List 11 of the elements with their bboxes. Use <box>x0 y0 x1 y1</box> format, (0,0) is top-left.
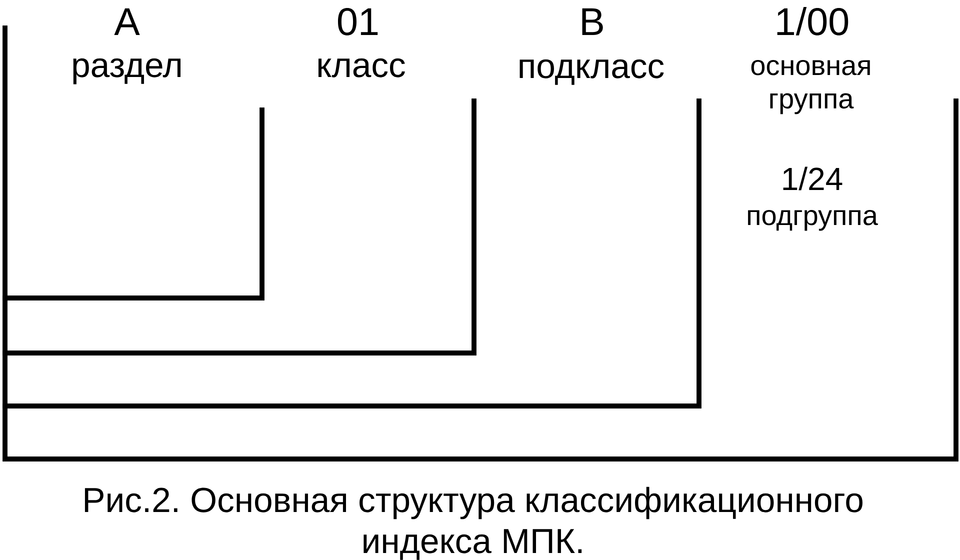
index-code: 1/24 <box>783 166 842 190</box>
level-name: основная группа <box>751 60 870 114</box>
level-name: подгруппа <box>748 210 878 231</box>
level-name: раздел <box>73 58 180 84</box>
level-name: подкласс <box>520 59 664 85</box>
level-name: класс <box>318 58 405 78</box>
index-code: B <box>582 8 603 35</box>
figure-caption: Рис.2. Основная структура классификационного индекса МПК. <box>84 486 862 560</box>
index-code: 1/00 <box>777 6 848 36</box>
index-code: 01 <box>338 8 378 36</box>
index-code: A <box>114 8 140 35</box>
